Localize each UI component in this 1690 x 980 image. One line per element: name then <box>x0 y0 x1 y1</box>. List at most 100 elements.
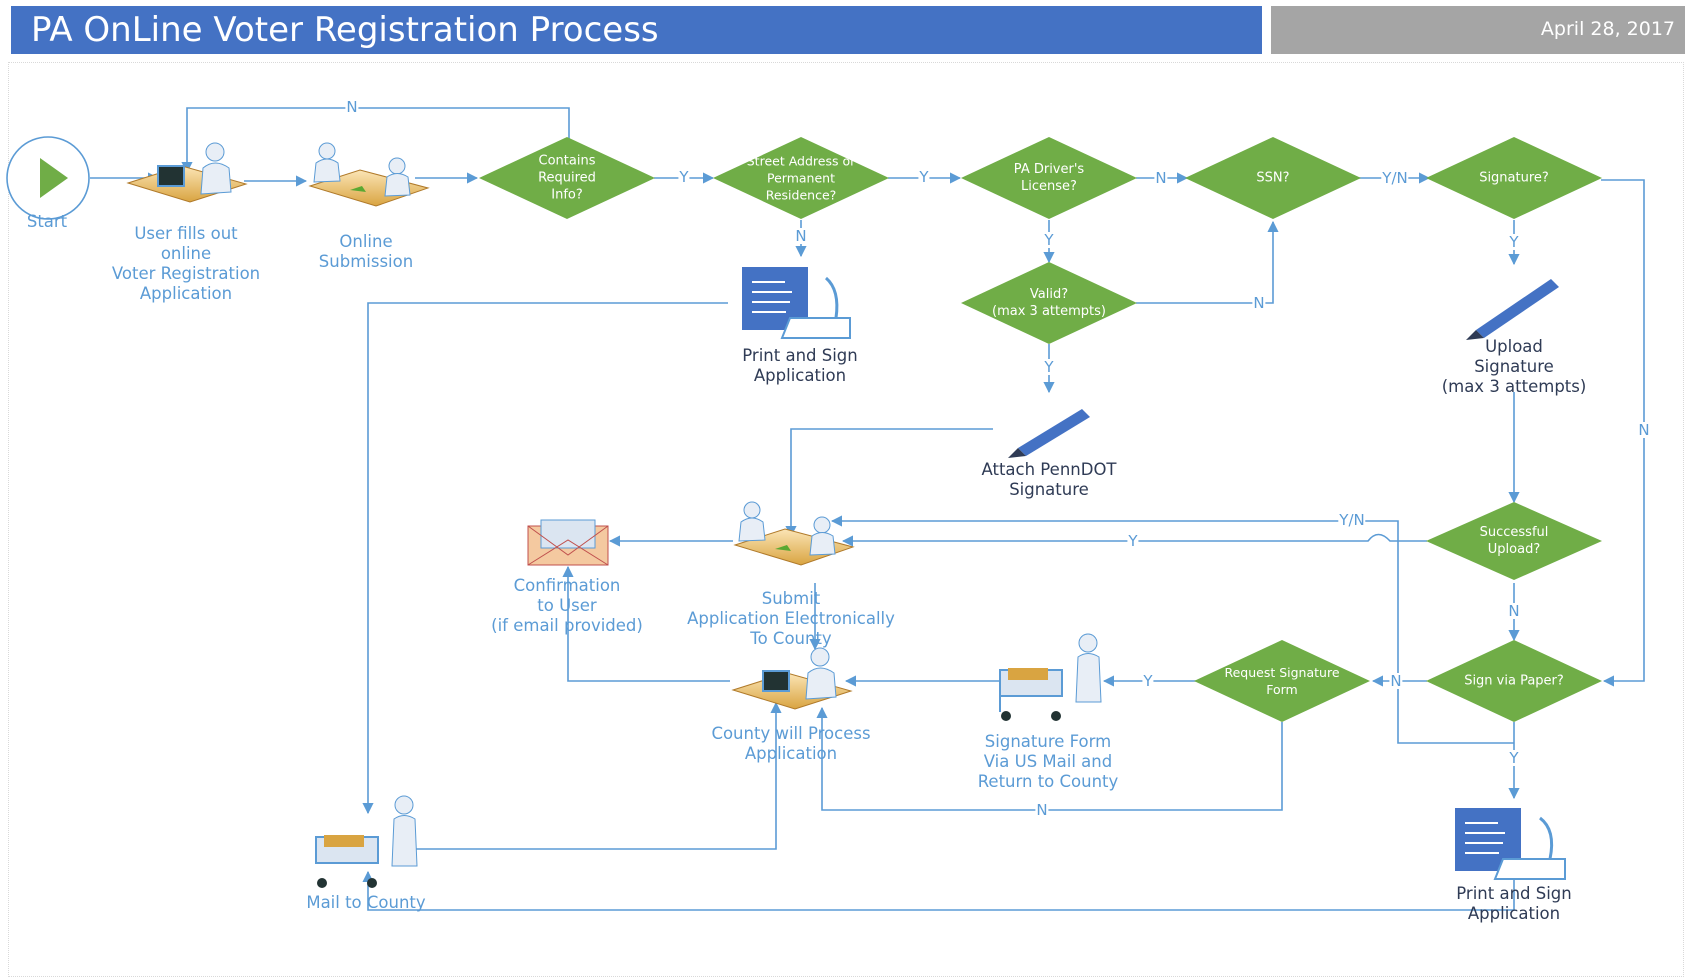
edge-label-yn: Y/N <box>1381 169 1409 187</box>
text-line: Signature? <box>1479 170 1549 186</box>
mail-cart-person-icon <box>999 633 1102 721</box>
edge-label-y: Y <box>1043 231 1055 249</box>
edge-label-n: N <box>345 98 359 116</box>
text-line: Street Address or <box>746 153 856 169</box>
document-microscope-icon <box>742 267 851 339</box>
text-line: (max 3 attempts) <box>992 304 1106 319</box>
text-line: License? <box>1021 179 1077 194</box>
edge-successful-submit <box>841 533 1427 547</box>
text-line: County will Process <box>711 724 871 743</box>
text-line: Print and Sign <box>1456 884 1572 903</box>
text-line: online <box>160 244 212 263</box>
computer-user-icon <box>731 647 853 710</box>
text-line: Application <box>139 284 233 303</box>
decision-ssn[interactable] <box>1185 137 1361 219</box>
text-line: Contains <box>538 153 596 169</box>
text-line: Mail to County <box>306 893 426 912</box>
text-line: Application Electronically <box>687 609 895 628</box>
mail-county-label: Mail to County <box>306 893 425 913</box>
decision-signature[interactable] <box>1426 137 1602 219</box>
decision-valid-text: Valid? (max 3 attempts) <box>992 286 1106 320</box>
document-microscope-icon <box>1455 808 1566 880</box>
edge-valid-ssn <box>1136 220 1279 304</box>
decision-address[interactable] <box>713 137 889 219</box>
edge-label-n: N <box>1154 169 1168 187</box>
edge-contains-no-loop <box>181 107 570 174</box>
edge-label-y: Y <box>1142 672 1154 690</box>
decision-request[interactable] <box>1194 640 1370 722</box>
text-line: PA Driver's <box>1013 162 1085 177</box>
edge-county-confirm <box>562 565 730 682</box>
title-bar: PA OnLine Voter Registration Process <box>11 6 1262 54</box>
edge-label-y: Y <box>1043 358 1055 376</box>
decision-signature-text: Signature? <box>1479 170 1549 187</box>
text-line: Sign via Paper? <box>1464 673 1564 689</box>
decision-contains[interactable] <box>479 137 655 219</box>
header-date: April 28, 2017 <box>1540 18 1675 40</box>
text-line: Application <box>1467 904 1561 923</box>
text-line: Upload? <box>1487 542 1541 557</box>
edge-mail-county <box>413 701 782 850</box>
text-line: SSN? <box>1256 170 1290 186</box>
two-people-desk-icon <box>308 142 430 207</box>
edge-label-n: N <box>1637 421 1651 439</box>
decision-license[interactable] <box>961 137 1137 219</box>
start-node[interactable] <box>6 136 90 220</box>
text-line: Voter Registration <box>111 264 261 283</box>
decision-ssn-text: SSN? <box>1256 170 1289 187</box>
diagram-frame <box>8 62 1684 977</box>
decision-valid[interactable] <box>961 262 1137 344</box>
text-line: Submit <box>761 589 821 608</box>
text-line: Submission <box>318 252 414 271</box>
text-line: Valid? <box>1029 287 1069 302</box>
edge-label-n: N <box>1507 602 1521 620</box>
edge-label-yn: Y/N <box>1338 511 1366 529</box>
text-line: Info? <box>551 187 583 203</box>
text-line: Return to County <box>977 772 1119 791</box>
pen-icon <box>1008 409 1090 458</box>
play-icon <box>40 158 68 198</box>
text-line: Via US Mail and <box>983 752 1113 771</box>
edge-yn-return <box>830 515 1514 744</box>
text-line: Permanent <box>767 170 835 186</box>
edge-label-n: N <box>1389 672 1403 690</box>
text-line: to User <box>537 596 597 615</box>
edge-attach-submit <box>785 428 993 538</box>
edge-label-y: Y <box>678 168 690 186</box>
edge-print-mail <box>362 302 728 815</box>
decision-paper[interactable] <box>1426 640 1602 722</box>
text-line: User fills out <box>134 224 238 243</box>
text-line: Signature <box>1474 357 1554 376</box>
decision-successful[interactable] <box>1426 502 1602 580</box>
text-line: (if email provided) <box>491 616 643 635</box>
decision-paper-text: Sign via Paper? <box>1464 673 1564 690</box>
start-label: Start <box>26 212 68 231</box>
page-title: PA OnLine Voter Registration Process <box>31 10 659 50</box>
mail-cart-person-icon <box>315 795 418 888</box>
edge-label-n: N <box>794 227 808 245</box>
text-line: Application <box>753 366 847 385</box>
text-line: Successful <box>1479 525 1549 540</box>
text-line: Confirmation <box>513 576 621 595</box>
text-line: (max 3 attempts) <box>1441 377 1587 396</box>
text-line: To County <box>750 629 832 648</box>
text-line: Form <box>1266 682 1298 697</box>
two-people-desk-icon <box>733 501 855 566</box>
text-line: Application <box>744 744 838 763</box>
text-line: Print and Sign <box>742 346 858 365</box>
